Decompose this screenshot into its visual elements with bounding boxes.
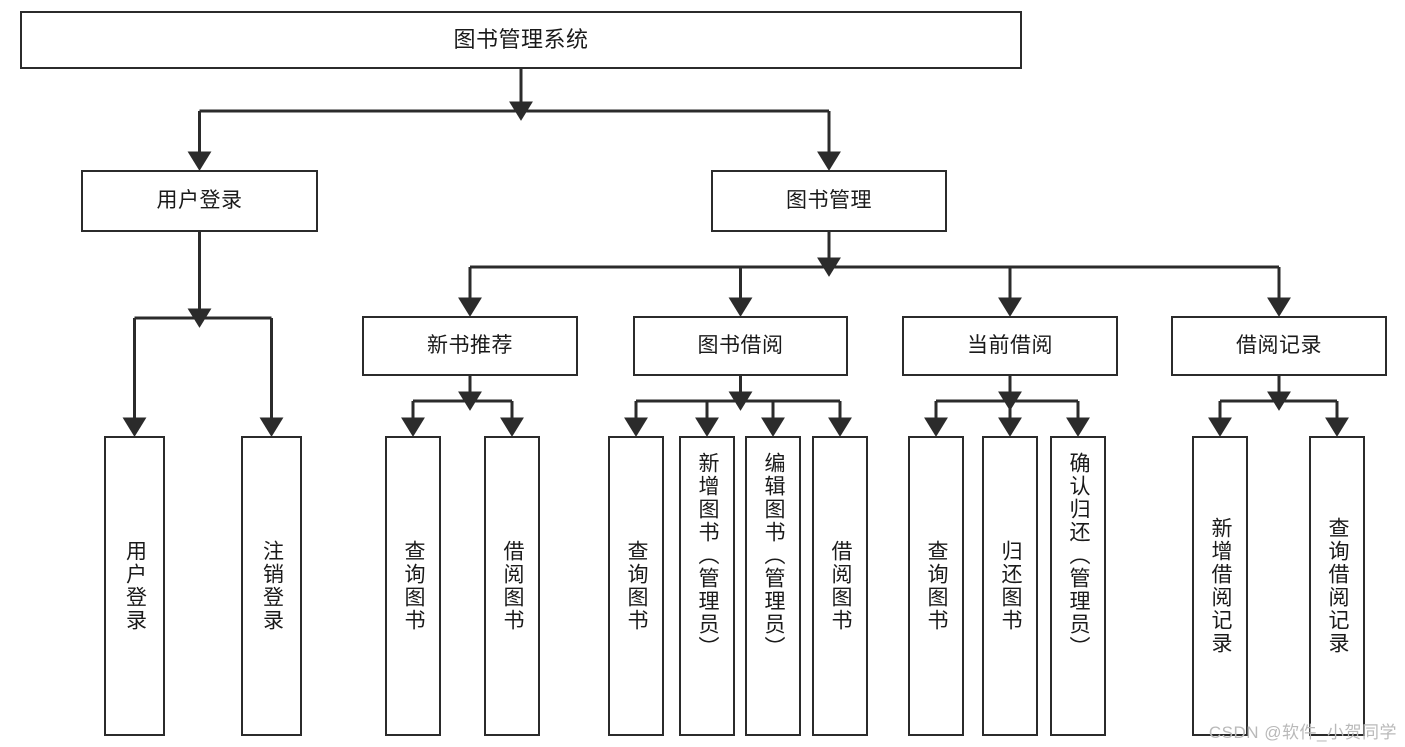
node-leaf-add-book[interactable]: 新增图书（管理员） bbox=[679, 436, 735, 736]
node-label: 图书管理系统 bbox=[453, 26, 589, 52]
node-label: 新增图书（管理员） bbox=[696, 452, 720, 659]
node-book-manage[interactable]: 图书管理 bbox=[711, 170, 947, 232]
node-leaf-borrow-book-rec[interactable]: 借阅图书 bbox=[484, 436, 540, 736]
node-label: 查询借阅记录 bbox=[1326, 517, 1350, 655]
node-label: 编辑图书（管理员） bbox=[762, 452, 786, 659]
node-label: 用户登录 bbox=[123, 540, 147, 632]
node-label: 借阅图书 bbox=[829, 540, 853, 632]
node-current-borrow[interactable]: 当前借阅 bbox=[902, 316, 1118, 376]
node-label: 确认归还（管理员） bbox=[1067, 452, 1091, 659]
node-label: 注销登录 bbox=[260, 540, 284, 632]
node-label: 图书借阅 bbox=[697, 333, 784, 357]
node-leaf-borrow-book-bor[interactable]: 借阅图书 bbox=[812, 436, 868, 736]
node-label: 查询图书 bbox=[925, 540, 949, 632]
node-label: 用户登录 bbox=[156, 188, 243, 212]
node-user-login[interactable]: 用户登录 bbox=[81, 170, 318, 232]
node-book-borrow[interactable]: 图书借阅 bbox=[633, 316, 848, 376]
node-new-book-recommend[interactable]: 新书推荐 bbox=[362, 316, 578, 376]
node-leaf-return-book[interactable]: 归还图书 bbox=[982, 436, 1038, 736]
watermark-label: CSDN @软件_小贺同学 bbox=[1208, 723, 1397, 742]
node-label: 图书管理 bbox=[786, 188, 872, 212]
node-leaf-user-login[interactable]: 用户登录 bbox=[104, 436, 165, 736]
node-borrow-record[interactable]: 借阅记录 bbox=[1171, 316, 1387, 376]
node-leaf-query-book-bor[interactable]: 查询图书 bbox=[608, 436, 664, 736]
node-leaf-confirm-return[interactable]: 确认归还（管理员） bbox=[1050, 436, 1106, 736]
node-leaf-add-record[interactable]: 新增借阅记录 bbox=[1192, 436, 1248, 736]
node-leaf-query-book-cur[interactable]: 查询图书 bbox=[908, 436, 964, 736]
node-leaf-edit-book[interactable]: 编辑图书（管理员） bbox=[745, 436, 801, 736]
node-label: 当前借阅 bbox=[967, 333, 1053, 357]
node-leaf-logout[interactable]: 注销登录 bbox=[241, 436, 302, 736]
node-label: 归还图书 bbox=[999, 540, 1023, 632]
node-label: 借阅记录 bbox=[1236, 333, 1322, 357]
node-leaf-query-record[interactable]: 查询借阅记录 bbox=[1309, 436, 1365, 736]
node-root[interactable]: 图书管理系统 bbox=[20, 11, 1022, 69]
node-label: 新书推荐 bbox=[427, 333, 513, 357]
node-leaf-query-book-rec[interactable]: 查询图书 bbox=[385, 436, 441, 736]
node-label: 查询图书 bbox=[402, 540, 426, 632]
node-label: 借阅图书 bbox=[501, 540, 525, 632]
node-label: 查询图书 bbox=[625, 540, 649, 632]
node-label: 新增借阅记录 bbox=[1209, 517, 1233, 655]
